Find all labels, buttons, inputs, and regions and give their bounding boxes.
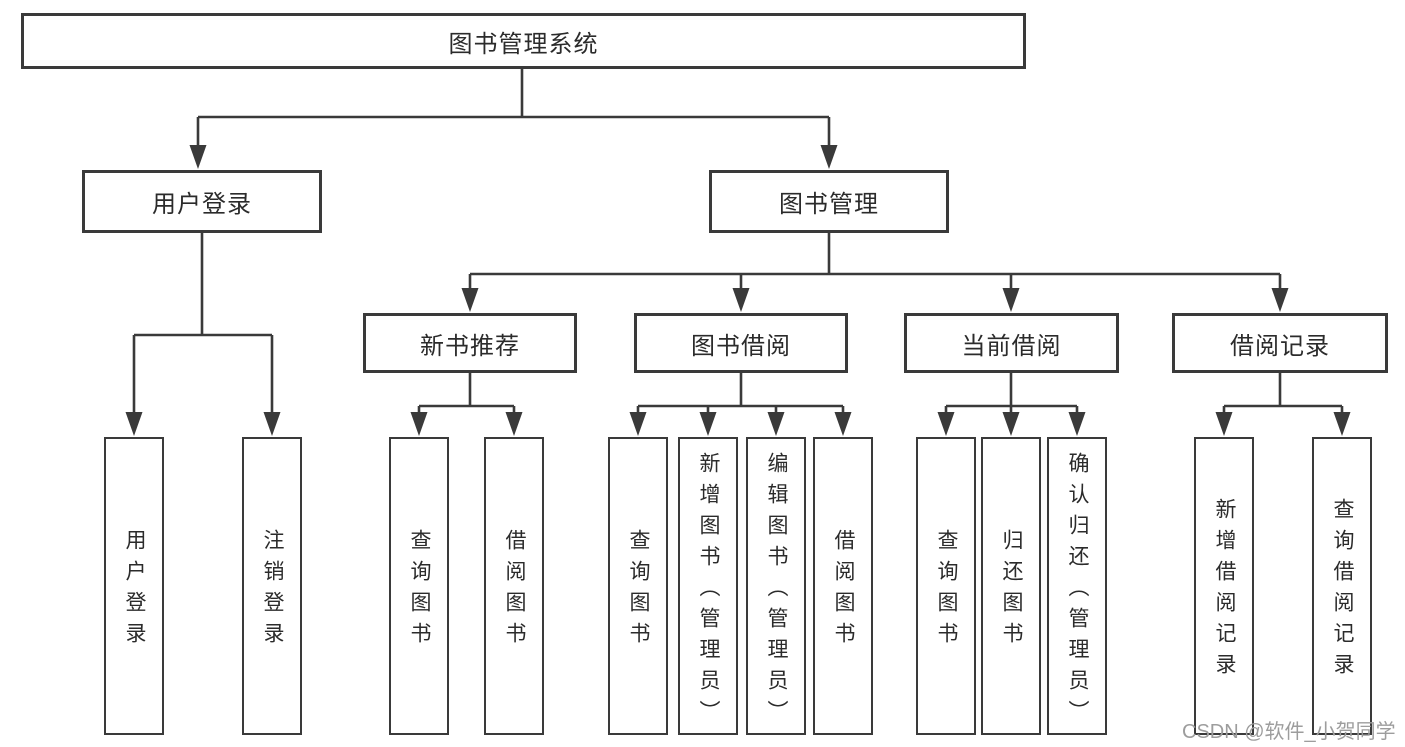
node-current-borrow: 当前借阅	[904, 313, 1119, 373]
connector-new-book-branch	[417, 373, 516, 416]
node-book-mgmt-label: 图书管理	[779, 191, 879, 218]
leaf-logout-label: 注销登录	[261, 529, 284, 653]
node-book-mgmt: 图书管理	[709, 170, 949, 233]
node-book-borrow: 图书借阅	[634, 313, 848, 373]
leaf-cb-confirm-return: 确认归还（管理员）	[1047, 437, 1107, 735]
node-new-book-rec-label: 新书推荐	[420, 332, 520, 360]
leaf-user-login-label: 用户登录	[123, 529, 146, 653]
leaf-br-query-record-label: 查询借阅记录	[1331, 498, 1354, 684]
csdn-watermark: CSDN @软件_小贺同学	[1182, 721, 1396, 743]
leaf-rec-query-books-label: 查询图书	[408, 529, 431, 653]
leaf-br-query-record: 查询借阅记录	[1312, 437, 1372, 735]
leaf-cb-return-books-label: 归还图书	[1000, 529, 1023, 653]
node-new-book-rec: 新书推荐	[363, 313, 577, 373]
node-borrow-record: 借阅记录	[1172, 313, 1388, 373]
arrowheads	[125, 145, 1351, 436]
leaf-bb-borrow-books-label: 借阅图书	[832, 529, 855, 653]
leaf-cb-confirm-return-label: 确认归还（管理员）	[1066, 451, 1089, 731]
leaf-logout: 注销登录	[242, 437, 302, 735]
leaf-cb-query-books-label: 查询图书	[935, 529, 958, 653]
node-book-borrow-label: 图书借阅	[691, 332, 791, 360]
leaf-br-add-record: 新增借阅记录	[1194, 437, 1254, 735]
leaf-bb-add-books: 新增图书（管理员）	[678, 437, 738, 735]
leaf-cb-return-books: 归还图书	[981, 437, 1041, 735]
leaf-rec-borrow-books: 借阅图书	[484, 437, 544, 735]
leaf-br-add-record-label: 新增借阅记录	[1213, 498, 1236, 684]
node-user-login-label: 用户登录	[152, 191, 252, 218]
leaf-bb-query-books: 查询图书	[608, 437, 668, 735]
leaf-bb-add-books-label: 新增图书（管理员）	[697, 451, 720, 731]
connector-current-borrow-branch	[944, 373, 1079, 416]
connector-book-mgmt-branch	[468, 233, 1282, 292]
node-current-borrow-label: 当前借阅	[961, 332, 1062, 360]
leaf-user-login: 用户登录	[104, 437, 164, 735]
leaf-bb-edit-books: 编辑图书（管理员）	[746, 437, 806, 735]
node-borrow-record-label: 借阅记录	[1230, 332, 1330, 360]
leaf-bb-edit-books-label: 编辑图书（管理员）	[765, 451, 788, 731]
leaf-bb-query-books-label: 查询图书	[627, 529, 650, 653]
node-user-login: 用户登录	[82, 170, 322, 233]
leaf-cb-query-books: 查询图书	[916, 437, 976, 735]
leaf-rec-borrow-books-label: 借阅图书	[503, 529, 526, 653]
connector-root-to-level2	[196, 69, 831, 150]
node-root: 图书管理系统	[21, 13, 1026, 69]
leaf-rec-query-books: 查询图书	[389, 437, 449, 735]
connector-book-borrow-branch	[636, 373, 845, 416]
connector-user-login-branch	[132, 233, 274, 416]
connector-borrow-record-branch	[1222, 373, 1344, 416]
leaf-bb-borrow-books: 借阅图书	[813, 437, 873, 735]
node-root-label: 图书管理系统	[448, 30, 599, 58]
